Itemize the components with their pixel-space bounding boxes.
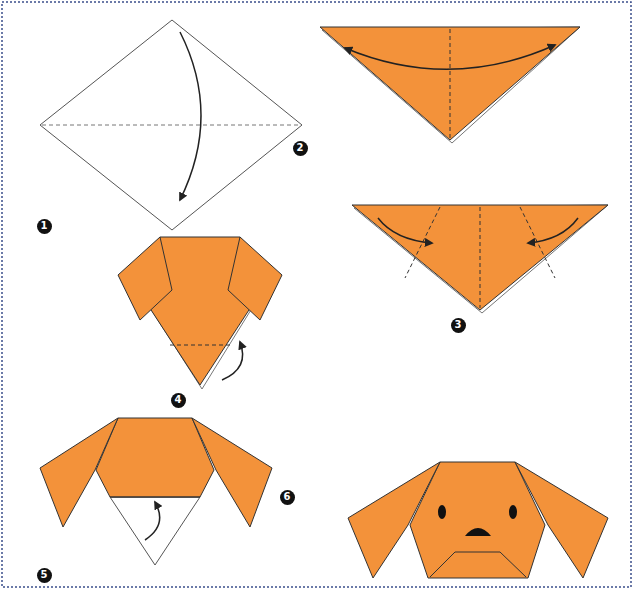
step-four-head xyxy=(118,237,282,389)
callout-number: 3 xyxy=(451,318,466,333)
callout-number: 1 xyxy=(37,219,52,234)
callout-number-text: 3 xyxy=(455,320,462,330)
finished-dog-face xyxy=(348,462,608,578)
callout-number-text: 2 xyxy=(297,143,304,153)
callout-number-text: 4 xyxy=(175,395,182,405)
callout-number: 2 xyxy=(293,141,308,156)
callout-number-text: 5 xyxy=(41,570,48,580)
step-one-square xyxy=(40,20,302,230)
callout-number: 6 xyxy=(280,490,295,505)
callout-number: 4 xyxy=(171,393,186,408)
callout-number-text: 1 xyxy=(41,221,48,231)
step-two-triangle xyxy=(320,27,580,143)
step-five-head xyxy=(40,418,272,565)
step-three-triangle xyxy=(352,205,608,313)
callout-number-text: 6 xyxy=(284,492,291,502)
callout-number: 5 xyxy=(37,568,52,583)
